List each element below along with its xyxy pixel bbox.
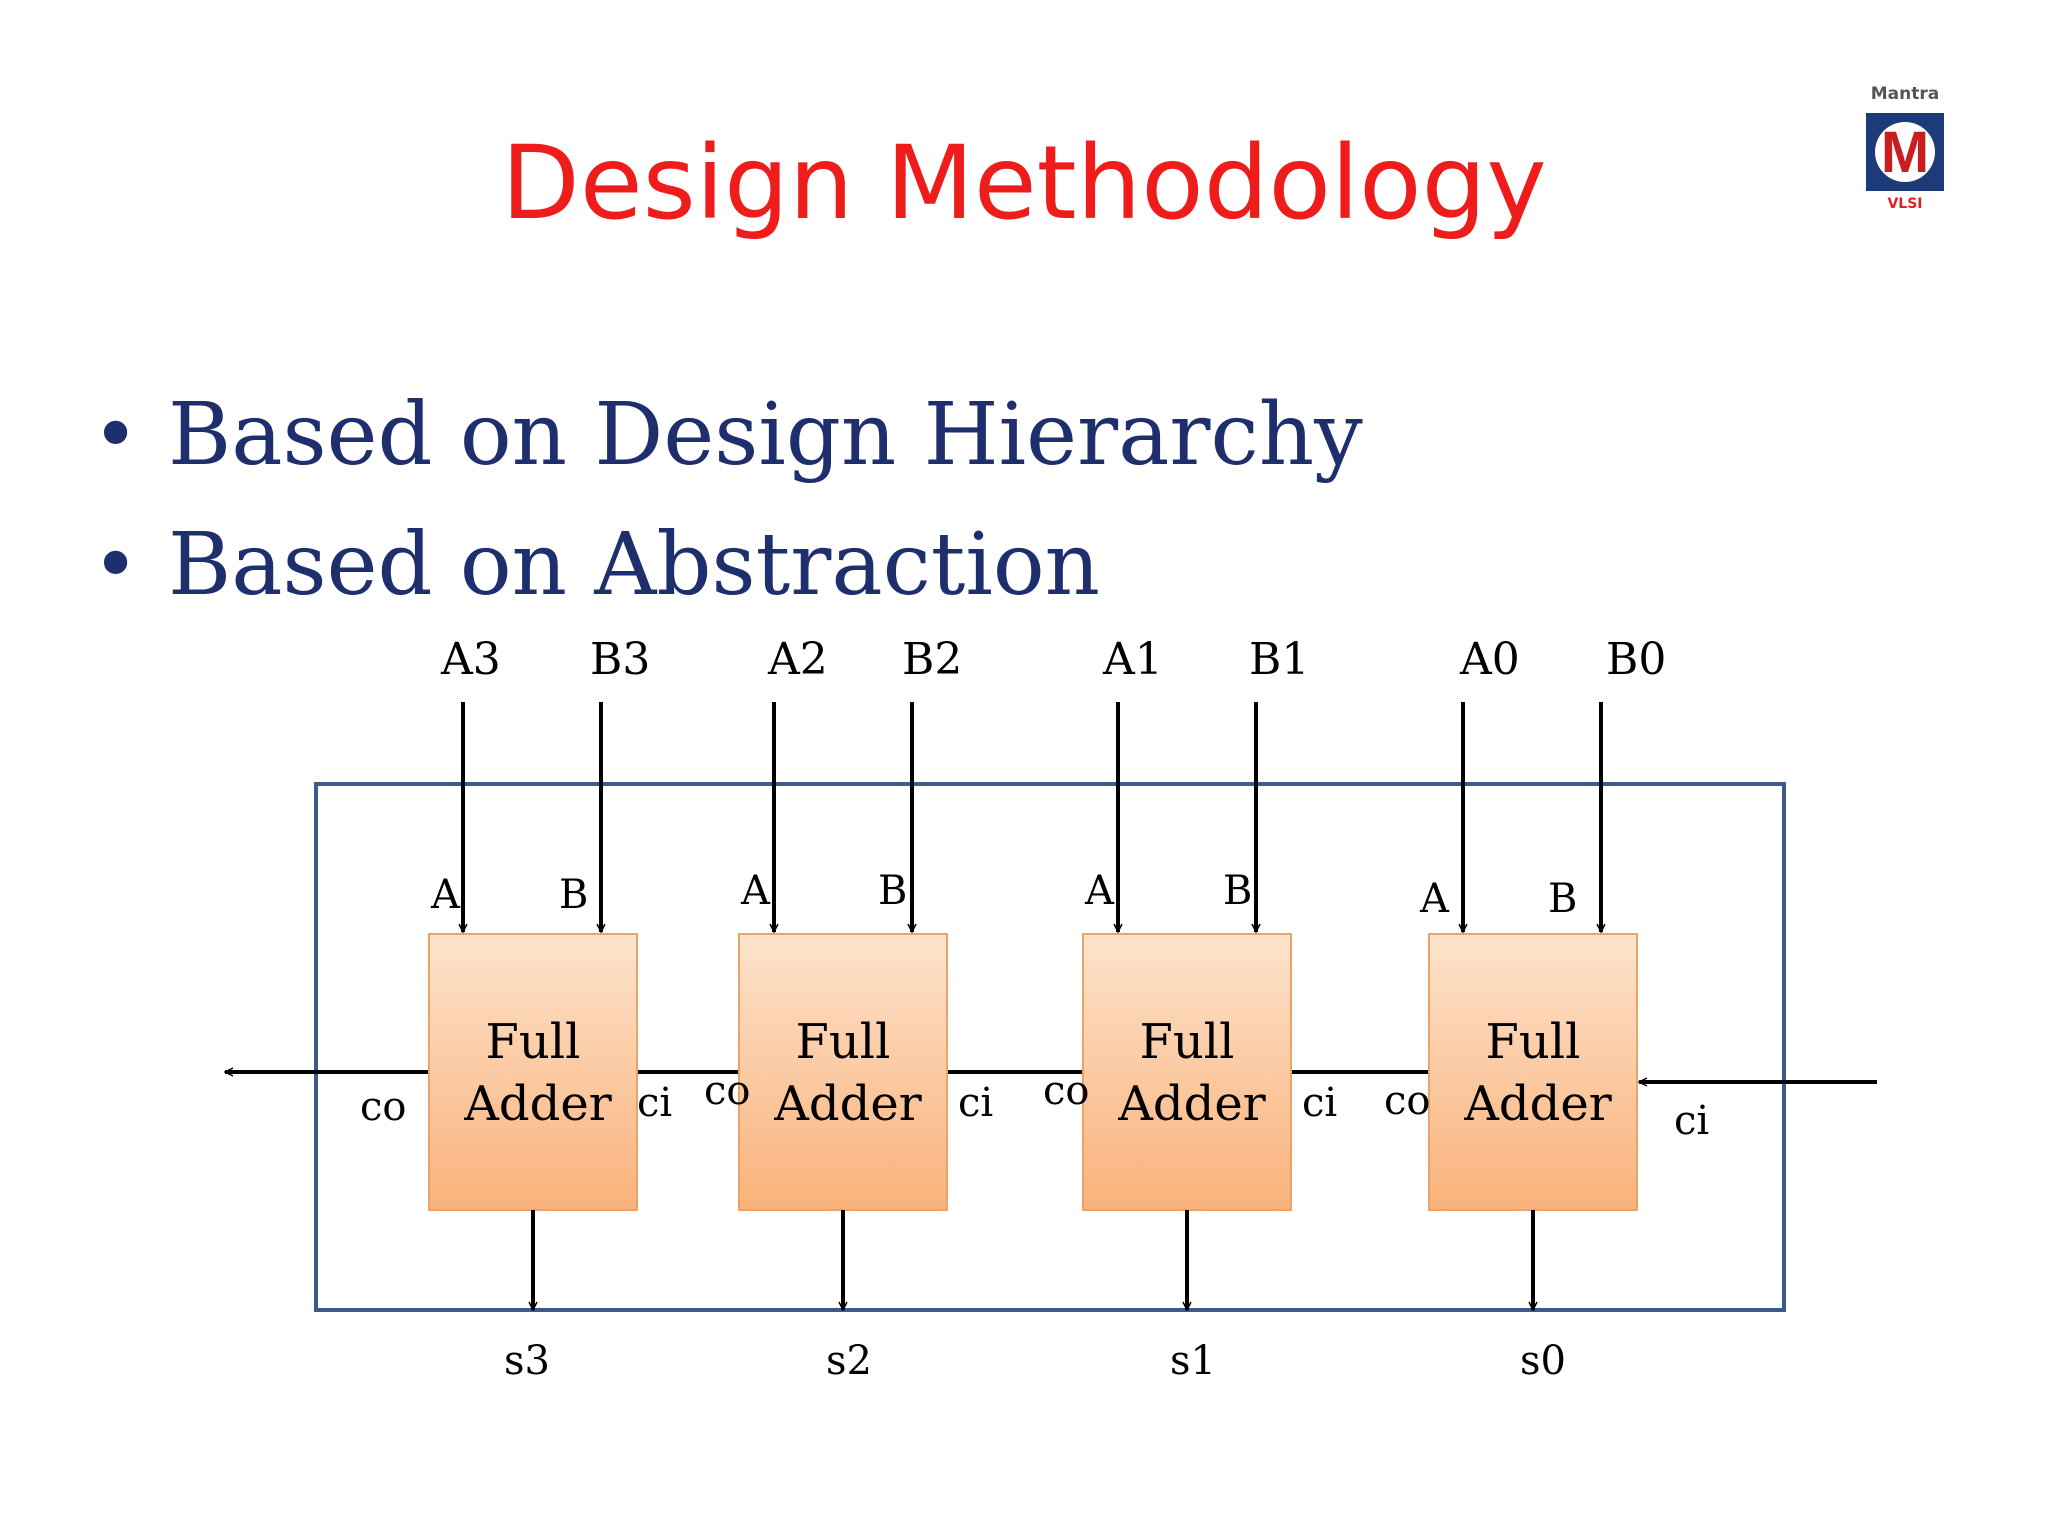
bullet-text: Based on Abstraction bbox=[168, 515, 1101, 615]
logo-sub-text: VLSI bbox=[1887, 196, 1923, 212]
bullet-item: • Based on Design Hierarchy bbox=[86, 370, 1363, 500]
carry-in-label: ci bbox=[1302, 1080, 1337, 1126]
pin-b-label: B bbox=[559, 872, 588, 918]
input-b-label: B3 bbox=[590, 634, 650, 685]
sum-label: s0 bbox=[1520, 1338, 1566, 1384]
carry-in-label: ci bbox=[637, 1080, 672, 1126]
block-label-line2: Adder bbox=[1117, 1076, 1266, 1132]
pin-a-label: A bbox=[1419, 876, 1450, 922]
logo-m-icon: M bbox=[1866, 113, 1944, 191]
input-b-label: B2 bbox=[902, 634, 962, 685]
bullet-text: Based on Design Hierarchy bbox=[168, 385, 1363, 485]
carry-in-label: ci bbox=[958, 1080, 993, 1126]
full-adder-block bbox=[428, 933, 638, 1211]
block-label-line2: Adder bbox=[773, 1076, 922, 1132]
pin-a-label: A bbox=[1084, 868, 1115, 914]
carry-out-label: co bbox=[1384, 1078, 1430, 1124]
sum-label: s1 bbox=[1170, 1338, 1216, 1384]
slide-title: Design Methodology bbox=[501, 124, 1547, 243]
block-label-line2: Adder bbox=[463, 1076, 612, 1132]
pin-a-label: A bbox=[740, 868, 771, 914]
module-boundary bbox=[314, 782, 1786, 1312]
block-label-line2: Adder bbox=[1463, 1076, 1612, 1132]
pin-b-label: B bbox=[1223, 868, 1252, 914]
block-label-line1: Full bbox=[796, 1014, 891, 1070]
full-adder-cell-3: Full Adder A3 B3 A B co ci s3 bbox=[360, 634, 672, 1384]
carry-in-label: ci bbox=[1674, 1098, 1709, 1144]
bullet-dot-icon: • bbox=[92, 518, 140, 611]
bullet-list: • Based on Design Hierarchy • Based on Abs… bbox=[86, 370, 1363, 630]
full-adder-block bbox=[738, 933, 948, 1211]
input-b-label: B0 bbox=[1606, 634, 1666, 685]
bullet-dot-icon: • bbox=[92, 388, 140, 481]
pin-b-label: B bbox=[1548, 876, 1577, 922]
bullet-item: • Based on Abstraction bbox=[86, 500, 1363, 630]
input-a-label: A1 bbox=[1102, 634, 1163, 685]
full-adder-block bbox=[1428, 933, 1638, 1211]
carry-out-label: co bbox=[1043, 1068, 1089, 1114]
block-label-line1: Full bbox=[1486, 1014, 1581, 1070]
svg-text:M: M bbox=[1881, 120, 1929, 185]
full-adder-cell-2: Full Adder A2 B2 A B co ci s2 bbox=[704, 634, 993, 1384]
input-a-label: A3 bbox=[440, 634, 501, 685]
carry-out-label: co bbox=[704, 1068, 750, 1114]
sum-label: s3 bbox=[504, 1338, 550, 1384]
sum-label: s2 bbox=[826, 1338, 872, 1384]
input-a-label: A2 bbox=[767, 634, 828, 685]
block-label-line1: Full bbox=[1140, 1014, 1235, 1070]
carry-out-label: co bbox=[360, 1084, 406, 1130]
input-b-label: B1 bbox=[1249, 634, 1309, 685]
full-adder-block bbox=[1082, 933, 1292, 1211]
block-label-line1: Full bbox=[486, 1014, 581, 1070]
full-adder-cell-1: Full Adder A1 B1 A B co ci s1 bbox=[1043, 634, 1337, 1384]
full-adder-cell-0: Full Adder A0 B0 A B co ci s0 bbox=[1384, 634, 1709, 1384]
mantra-vlsi-logo: Mantra M VLSI bbox=[1855, 84, 1955, 224]
pin-b-label: B bbox=[878, 868, 907, 914]
logo-brand-text: Mantra bbox=[1870, 84, 1940, 104]
pin-a-label: A bbox=[430, 872, 461, 918]
input-a-label: A0 bbox=[1459, 634, 1520, 685]
